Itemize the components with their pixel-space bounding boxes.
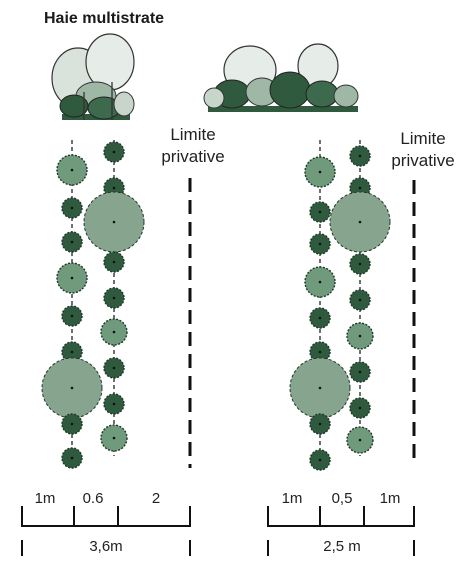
plant-center-dot [70,276,74,280]
bracket-left-06 [73,506,119,527]
plant-center-dot [112,296,116,300]
limit-label-left-line1: Limite [170,125,216,144]
plant-center-dot [358,262,362,266]
plant-center-dot [358,186,362,190]
plant-center-dot [112,330,116,334]
plant-center-dot [70,386,74,390]
plant-center-dot [112,220,116,224]
diagram-title: Haie multistrate [44,10,165,27]
bracket-right-1m-b [363,506,415,527]
dim-left-total: 3,6m [89,538,123,555]
plant-center-dot [358,220,362,224]
plant-center-dot [358,370,362,374]
plant-center-dot [318,210,322,214]
limit-label-right: Limite privative [380,128,466,172]
plant-center-dot [70,240,74,244]
plant-center-dot [318,350,322,354]
plant-center-dot [318,170,322,174]
plant-center-dot [112,260,116,264]
plant-center-dot [70,456,74,460]
plant-center-dot [112,366,116,370]
limit-label-right-line1: Limite [400,129,446,148]
limit-label-right-line2: privative [391,151,455,170]
limit-label-left: Limite privative [150,124,236,168]
plant-center-dot [318,316,322,320]
plant-center-dot [70,168,74,172]
dim-right-3: 1m [379,490,401,507]
hedge-elevation-right [203,43,359,112]
plant-center-dot [70,206,74,210]
bracket-right-05 [319,506,365,527]
plant-center-dot [358,438,362,442]
plant-center-dot [70,422,74,426]
plant-center-dot [112,402,116,406]
bracket-left-2 [117,506,191,527]
bracket-left-1m [21,506,75,527]
limit-label-left-line2: privative [161,147,225,166]
plant-center-dot [358,298,362,302]
plant-center-dot [70,350,74,354]
dim-right-1: 1m [281,490,303,507]
plant-center-dot [358,154,362,158]
bracket-right-1m [267,506,321,527]
dim-right-2: 0,5 [331,490,353,507]
hedge-elevation-left [51,33,135,120]
plant-center-dot [70,314,74,318]
limit-lines [188,178,416,468]
dim-right-total: 2,5 m [323,538,361,555]
plant-center-dot [318,242,322,246]
plants-layer [41,141,391,471]
plant-center-dot [358,334,362,338]
plant-center-dot [358,406,362,410]
plant-center-dot [112,186,116,190]
dim-left-1: 1m [34,490,56,507]
plant-center-dot [318,280,322,284]
plant-center-dot [112,150,116,154]
plant-center-dot [318,422,322,426]
dim-left-3: 2 [151,490,161,507]
plant-center-dot [318,458,322,462]
plant-center-dot [318,386,322,390]
plant-center-dot [112,436,116,440]
dimension-lines [21,506,415,556]
dim-left-2: 0.6 [82,490,104,507]
